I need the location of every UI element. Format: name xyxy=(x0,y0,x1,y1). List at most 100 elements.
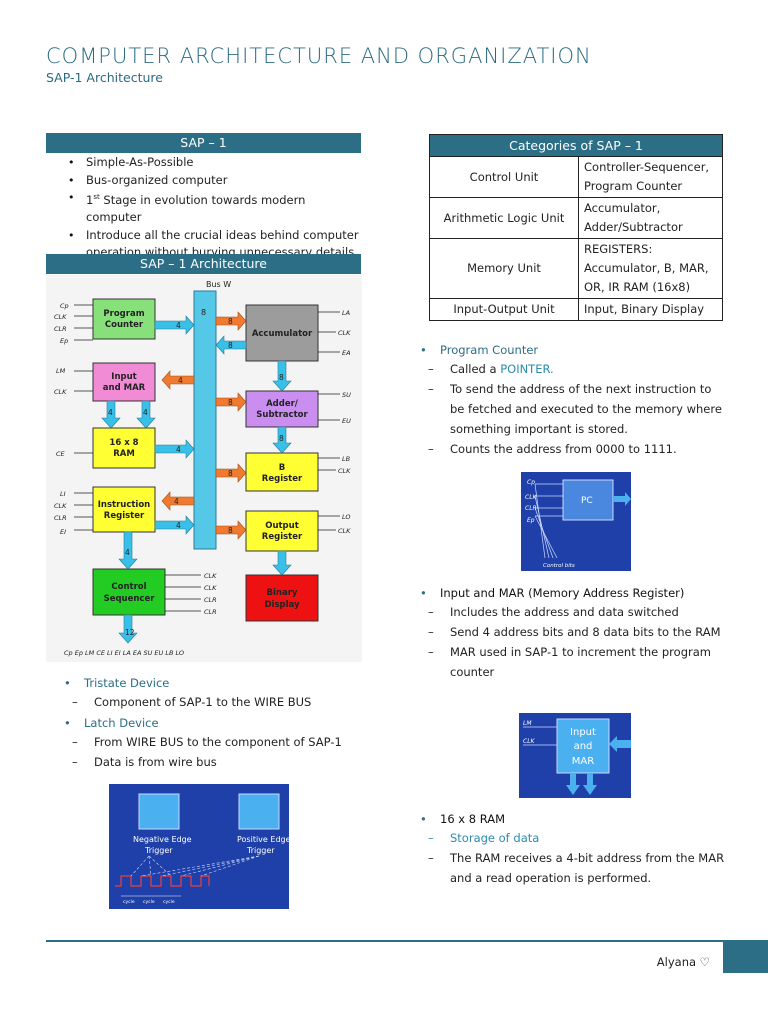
svg-text:8: 8 xyxy=(279,373,284,382)
svg-text:CLK: CLK xyxy=(204,584,217,592)
svg-text:16 x 8: 16 x 8 xyxy=(109,438,138,448)
categories-heading: Categories of SAP – 1 xyxy=(429,134,723,157)
program-counter-section: Program Counter Called a POINTER. To sen… xyxy=(418,341,728,459)
svg-text:Adder/: Adder/ xyxy=(266,399,299,409)
svg-text:Input: Input xyxy=(570,727,596,738)
svg-text:LO: LO xyxy=(342,513,351,521)
svg-text:4: 4 xyxy=(176,321,181,330)
pc-item: To send the address of the next instruct… xyxy=(418,379,728,439)
table-row: Control Unit Controller-Sequencer, Progr… xyxy=(429,156,723,198)
svg-text:CLK: CLK xyxy=(338,527,351,535)
table-cell: Arithmetic Logic Unit xyxy=(429,197,579,239)
mar-item: MAR used in SAP-1 to increment the progr… xyxy=(418,642,728,682)
svg-text:PC: PC xyxy=(581,496,593,506)
svg-text:Control: Control xyxy=(111,582,146,592)
svg-text:4: 4 xyxy=(176,445,181,454)
svg-text:LA: LA xyxy=(342,309,350,317)
svg-text:LI: LI xyxy=(60,490,66,498)
svg-text:EA: EA xyxy=(342,349,351,357)
footer-accent-block xyxy=(723,940,768,973)
sap1-architecture-diagram: Bus W 8 Program Counter Input and MAR 16… xyxy=(46,275,362,662)
instruction-register-block xyxy=(92,486,156,533)
svg-text:Binary: Binary xyxy=(267,588,298,598)
program-counter-block xyxy=(92,298,156,340)
svg-text:CLK: CLK xyxy=(525,494,538,501)
svg-text:EU: EU xyxy=(342,417,351,425)
svg-text:cycle: cycle xyxy=(143,899,155,905)
svg-text:4: 4 xyxy=(108,408,113,417)
table-row: Arithmetic Logic Unit Accumulator, Adder… xyxy=(429,197,723,239)
svg-text:Accumulator: Accumulator xyxy=(252,329,313,339)
architecture-heading: SAP – 1 Architecture xyxy=(46,254,361,274)
sap1-bullet-list: Simple-As-Possible Bus-organized compute… xyxy=(62,154,362,262)
svg-text:CLK: CLK xyxy=(54,388,67,396)
svg-text:MAR: MAR xyxy=(572,756,594,767)
svg-text:Subtractor: Subtractor xyxy=(256,410,308,420)
output-register-block xyxy=(245,510,319,552)
ram-title: 16 x 8 RAM xyxy=(418,810,728,828)
svg-text:CLR: CLR xyxy=(204,608,217,616)
device-section: Tristate Device Component of SAP-1 to th… xyxy=(62,674,362,772)
adder-subtractor-block xyxy=(245,390,319,428)
ram-item-accent: Storage of data xyxy=(418,828,728,848)
svg-text:Display: Display xyxy=(264,600,300,610)
svg-text:CLK: CLK xyxy=(204,572,217,580)
svg-text:Output: Output xyxy=(265,521,299,531)
svg-text:Program: Program xyxy=(103,309,144,319)
table-cell: Controller-Sequencer, Program Counter xyxy=(578,156,723,198)
svg-text:CLR: CLR xyxy=(54,514,67,522)
svg-text:4: 4 xyxy=(178,376,183,385)
svg-text:4: 4 xyxy=(174,497,179,506)
svg-text:CLK: CLK xyxy=(54,502,67,510)
control-word-label: Cp Ep LM CE LI EI LA EA SU EU LB LO xyxy=(64,649,184,657)
table-cell: Input-Output Unit xyxy=(429,298,579,321)
program-counter-title: Program Counter xyxy=(418,341,728,359)
bus-w xyxy=(193,290,217,550)
table-cell: REGISTERS: Accumulator, B, MAR, OR, IR R… xyxy=(578,238,723,299)
input-mar-section: Input and MAR (Memory Address Register) … xyxy=(418,584,728,682)
page-subtitle: SAP-1 Architecture xyxy=(46,70,163,85)
svg-text:CE: CE xyxy=(56,450,66,458)
svg-text:and: and xyxy=(574,741,593,752)
svg-text:and MAR: and MAR xyxy=(103,383,146,393)
svg-text:LM: LM xyxy=(56,367,66,375)
svg-text:RAM: RAM xyxy=(113,449,135,459)
table-cell: Control Unit xyxy=(429,156,579,198)
svg-text:8: 8 xyxy=(228,398,233,407)
svg-text:Trigger: Trigger xyxy=(144,846,173,855)
svg-text:Ep: Ep xyxy=(60,337,68,345)
latch-item: Data is from wire bus xyxy=(62,752,362,772)
pc-item-pointer: Called a POINTER. xyxy=(418,359,728,379)
ram-item: The RAM receives a 4-bit address from th… xyxy=(418,848,728,888)
accumulator-block xyxy=(245,304,319,362)
svg-text:8: 8 xyxy=(228,469,233,478)
svg-text:CLK: CLK xyxy=(338,329,351,337)
svg-text:Register: Register xyxy=(104,511,145,521)
b-register-block xyxy=(245,452,319,492)
tristate-title: Tristate Device xyxy=(62,674,362,692)
svg-text:4: 4 xyxy=(176,521,181,530)
svg-text:8: 8 xyxy=(228,317,233,326)
table-cell: Accumulator, Adder/Subtractor xyxy=(578,197,723,239)
mar-item: Send 4 address bits and 8 data bits to t… xyxy=(418,622,728,642)
svg-text:CLK: CLK xyxy=(523,738,536,745)
ram-section: 16 x 8 RAM Storage of data The RAM recei… xyxy=(418,810,728,888)
sap1-bullet: Simple-As-Possible xyxy=(62,154,362,172)
svg-text:Negative Edge: Negative Edge xyxy=(133,835,192,844)
svg-text:CLK: CLK xyxy=(338,467,351,475)
svg-text:LB: LB xyxy=(342,455,351,463)
input-mar-title: Input and MAR (Memory Address Register) xyxy=(418,584,728,602)
svg-text:Cp: Cp xyxy=(527,479,535,486)
sap1-bullet-stage: 1st Stage in evolution towards modern co… xyxy=(62,189,362,227)
page-title: COMPUTER ARCHITECTURE AND ORGANIZATION xyxy=(46,44,592,68)
svg-text:Trigger: Trigger xyxy=(246,846,275,855)
table-row: Input-Output Unit Input, Binary Display xyxy=(429,298,723,321)
svg-text:Positive Edge: Positive Edge xyxy=(237,835,289,844)
bus-label: Bus W xyxy=(206,280,231,289)
author-label: Alyana ♡ xyxy=(656,955,710,969)
control-sequencer-block xyxy=(92,568,166,616)
svg-text:CLR: CLR xyxy=(204,596,217,604)
svg-text:Register: Register xyxy=(262,474,303,484)
